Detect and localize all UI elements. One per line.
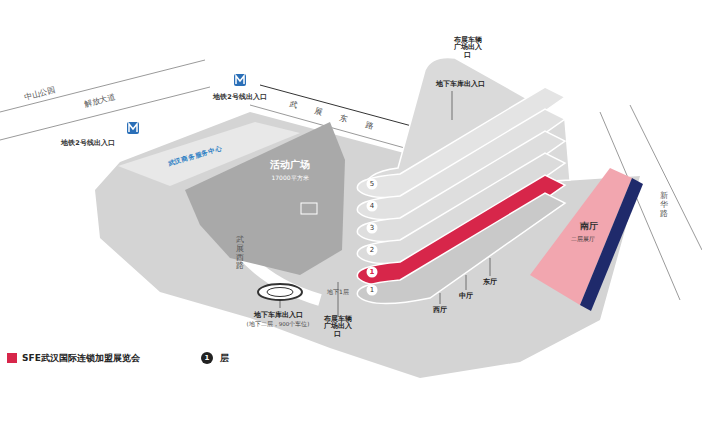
floor-number: 1 [367,285,378,296]
leader-line [490,258,491,276]
leader-line [440,293,441,304]
vehicle-entrance: 布展车辆广场出入口 [323,316,353,338]
garage-entrance: 地下车库出入口 [254,312,303,319]
parking-ramp [258,284,302,300]
ramp-core [267,288,293,297]
hall-name: 中厅 [459,293,473,300]
area-note: 17000平方米 [271,175,308,181]
park-name: 中山公园 [24,86,57,102]
floor-number: 4 [367,201,378,212]
helipad-mark [301,203,317,214]
area-note: 二层展厅 [571,236,595,242]
floor-number: 5 [367,179,378,190]
floor-basement [357,193,565,304]
floor-number: 2 [367,245,378,256]
ramp-ring [258,284,302,300]
area-name: 南厅 [580,222,598,231]
legend-row: SFE武汉国际连锁加盟展览会 [7,352,140,364]
metro-mark [236,76,244,84]
node-outline [180,115,350,280]
legend-swatch [7,353,17,363]
building-name: 武汉商务服务中心 [167,145,222,168]
metro-badge [234,74,246,86]
floor-key-number: 1 [201,352,213,364]
leader-line [338,282,339,316]
road-name: 武展东路 [289,101,392,136]
hall-name: 东厅 [483,279,497,286]
road-edge [0,60,205,112]
legend-text: SFE武汉国际连锁加盟展览会 [22,354,140,363]
metro-icon [127,122,139,134]
floor-number: 1 [367,267,378,278]
hall-name: 西厅 [433,307,447,314]
road-edge [630,105,702,250]
road-name: 武展西路 [236,236,244,271]
garage-note: (地下二层，900个车位) [247,322,310,328]
plaza-area: 活动广场 17000平方米 [180,115,350,280]
road-name: 解放大道 [84,93,117,109]
floor-key-word: 层 [220,354,229,363]
metro-exit: 地铁2号线出入口 [61,140,115,147]
metro-mark [129,124,137,132]
road-edge [0,87,210,140]
garage-entrance: 地下车库出入口 [436,81,485,88]
south-hall: 南厅二层展厅 [525,163,647,313]
vehicle-entrance: 布展车辆广场出入口 [453,37,483,59]
node-shape [185,122,345,275]
road-name: 新华路 [660,192,668,218]
floor-note: 地下1层 [327,289,349,295]
area-name: 活动广场 [270,160,310,170]
hall-edge-band [580,178,643,311]
metro-icon [234,74,246,86]
leader-line [466,275,467,290]
floor-number: 3 [367,223,378,234]
leader-lines [280,91,490,316]
metro-exit: 地铁2号线出入口 [213,94,267,101]
leader-line [280,301,281,308]
metro-badge [127,122,139,134]
leader-line [452,91,453,120]
